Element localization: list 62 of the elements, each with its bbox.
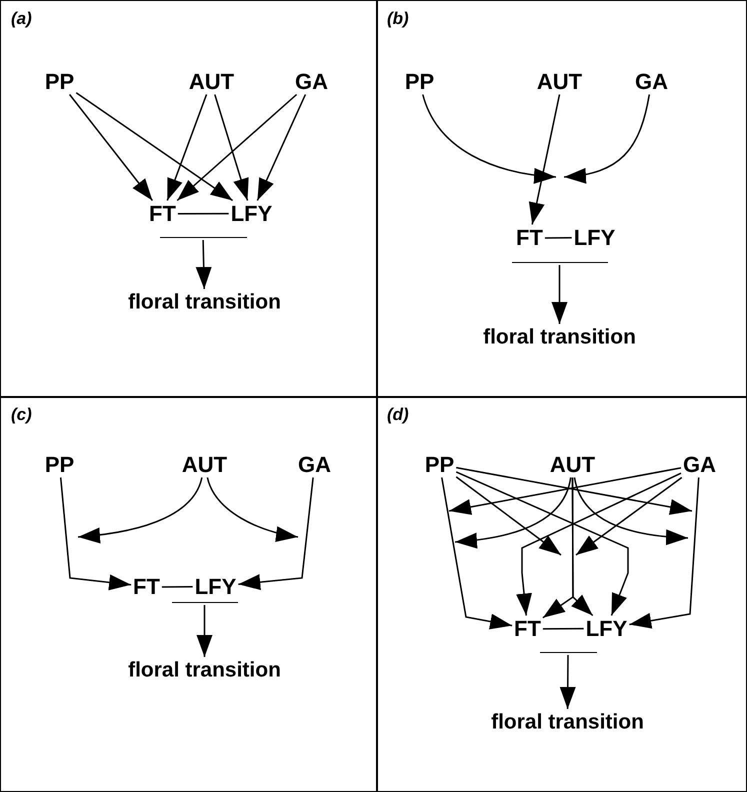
gene-label: LFY: [586, 618, 628, 640]
arrow: [571, 478, 594, 616]
arrow: [166, 94, 208, 201]
arrow: [176, 94, 298, 202]
connector-line: [544, 236, 572, 239]
arrow: [456, 476, 562, 556]
arrow: [196, 240, 212, 290]
panel-label: (a): [11, 9, 32, 29]
outcome-label: floral transition: [128, 291, 281, 312]
arrow: [196, 605, 212, 657]
gene-label: LFY: [194, 576, 236, 598]
factor-label: PP: [44, 70, 74, 92]
connector-line: [178, 212, 229, 215]
factor-label: GA: [298, 454, 331, 476]
arrow: [576, 476, 682, 556]
panel-label: (d): [387, 405, 409, 425]
connector-line: [542, 628, 584, 630]
arrow: [256, 94, 306, 201]
arrow: [516, 472, 682, 616]
arrow: [238, 477, 314, 590]
factor-label: PP: [424, 454, 454, 476]
arrow: [629, 477, 700, 629]
factor-label: PP: [44, 454, 74, 476]
arrow: [441, 477, 512, 630]
factor-label: GA: [683, 454, 716, 476]
gene-label: FT: [516, 226, 543, 248]
panel-frame: [376, 0, 747, 398]
panel-label: (b): [387, 9, 409, 29]
gene-label: LFY: [230, 202, 272, 224]
factor-label: GA: [635, 70, 668, 92]
outcome-label: floral transition: [128, 659, 281, 680]
arrow: [552, 265, 568, 324]
arrow: [60, 477, 132, 590]
arrow: [574, 477, 688, 545]
arrow: [76, 92, 234, 202]
gene-label: LFY: [574, 226, 616, 248]
gene-label: FT: [133, 576, 160, 598]
factor-label: AUT: [182, 454, 228, 476]
factor-label: AUT: [536, 70, 582, 92]
factor-label: AUT: [188, 70, 234, 92]
panel-label: (c): [11, 405, 32, 425]
factor-label: AUT: [550, 454, 596, 476]
arrow: [69, 94, 153, 201]
arrow: [422, 94, 556, 184]
arrow: [206, 477, 298, 542]
panel-frame: [376, 396, 747, 792]
factor-label: GA: [295, 70, 328, 92]
arrow: [454, 477, 572, 548]
arrow: [564, 94, 650, 183]
outcome-label: floral transition: [483, 326, 636, 347]
arrow: [214, 94, 249, 201]
arrow: [560, 655, 576, 709]
outcome-label: floral transition: [491, 711, 644, 732]
arrow: [78, 477, 203, 543]
arrow: [528, 94, 560, 225]
gene-label: FT: [514, 618, 541, 640]
panel-frame: [0, 0, 378, 398]
panel-frame: [0, 396, 378, 792]
arrow: [456, 471, 629, 616]
factor-label: PP: [404, 70, 434, 92]
gene-label: FT: [149, 202, 176, 224]
connector-line: [162, 586, 193, 588]
